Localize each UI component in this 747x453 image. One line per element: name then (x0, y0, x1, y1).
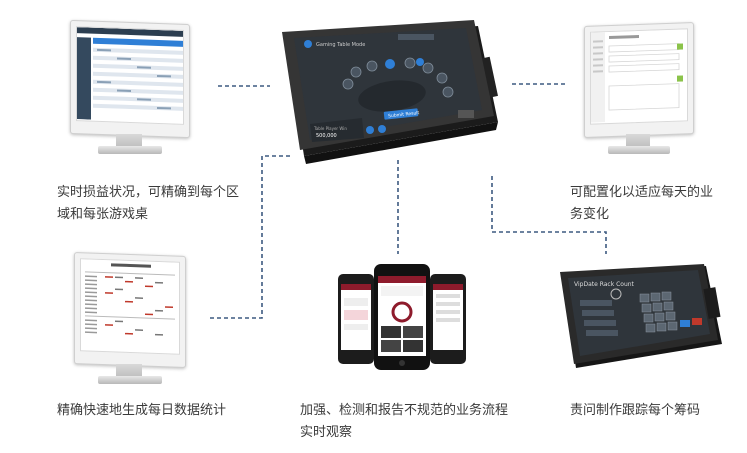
dashboard-monitor (70, 19, 190, 156)
center-tablet-title: Gaming Table Mode (316, 42, 365, 48)
caption-realtime-pnl-line2: 域和每张游戏桌 (57, 207, 149, 222)
report-monitor (74, 252, 186, 386)
player-icon-2[interactable] (378, 125, 386, 133)
submit-result-label: Submit Result (388, 110, 420, 119)
caption-tracking: 责问制作跟踪每个筹码 (570, 403, 701, 418)
caption-reports: 精确快速地生成每日数据统计 (57, 403, 227, 418)
caption-realtime-pnl: 实时损益状况，可精确到每个区 域和每张游戏桌 (57, 182, 257, 226)
submit-result-button[interactable] (383, 108, 419, 120)
cancel-button[interactable] (692, 318, 702, 325)
dashboard-screen (76, 26, 184, 125)
bottom-value: 500,000 (316, 133, 337, 139)
caption-configurable-line1: 可配置化以适应每天的业 (570, 185, 714, 200)
gaming-table-tablet: Gaming Table Mode Submit Result Table Pl… (282, 20, 498, 164)
report-screen (80, 258, 180, 355)
config-screen (590, 28, 688, 125)
mobile-phones (338, 264, 466, 370)
bottom-label: Table Player Win (313, 126, 347, 131)
config-monitor (584, 22, 694, 156)
caption-monitoring-line1: 加强、检测和报告不规范的业务流程 (300, 403, 509, 418)
caption-monitoring-line2: 实时观察 (300, 425, 353, 440)
caption-realtime-pnl-line1: 实时损益状况，可精确到每个区 (57, 185, 240, 200)
side-button[interactable] (458, 110, 474, 118)
caption-configurable-line2: 务变化 (570, 207, 610, 222)
caption-configurable: 可配置化以适应每天的业 务变化 (570, 182, 740, 226)
chip-tablet-title: VipDate Rack Count (574, 281, 635, 288)
caption-monitoring: 加强、检测和报告不规范的业务流程 实时观察 (300, 400, 530, 444)
ok-button[interactable] (680, 320, 690, 327)
player-icon[interactable] (366, 126, 374, 134)
chip-tracking-tablet: VipDate Rack Count (560, 264, 722, 368)
